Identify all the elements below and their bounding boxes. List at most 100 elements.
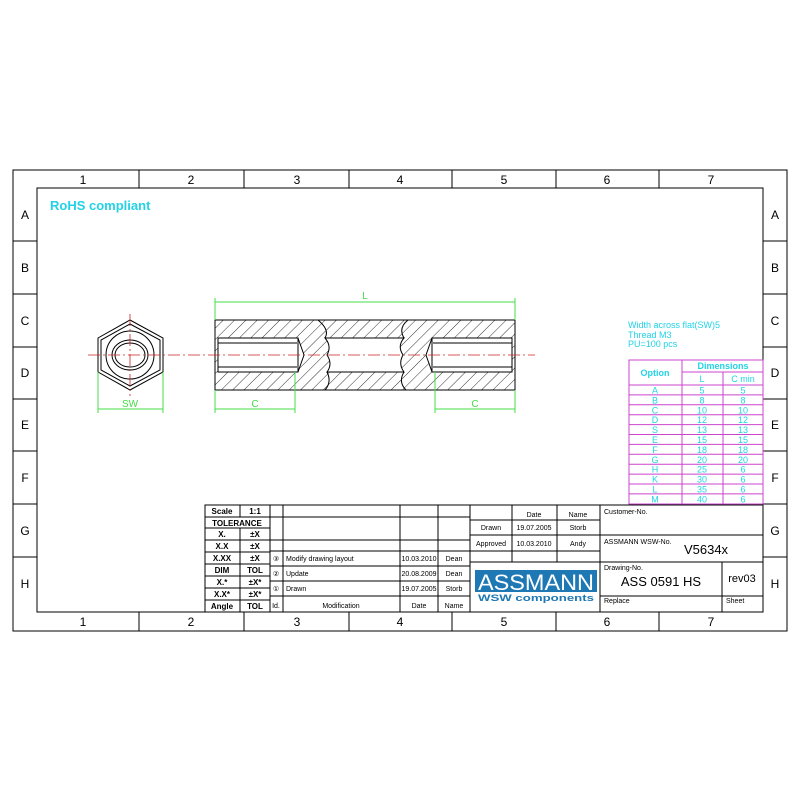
option-code: L <box>652 485 657 495</box>
drawing-no-value: ASS 0591 HS <box>621 574 702 589</box>
row-marker-left: F <box>21 471 28 485</box>
option-code: E <box>652 435 658 445</box>
column-marker-bottom: 3 <box>294 615 301 629</box>
title-block: Customer-No. ASSMANN WSW-No. V5634x Draw… <box>599 504 764 613</box>
drawing-no-label: Drawing-No. <box>604 565 643 572</box>
column-marker-top: 3 <box>294 173 301 187</box>
revision-modification: Drawn <box>286 586 306 593</box>
option-length: 25 <box>697 465 707 475</box>
tolerance-dim: X.X* <box>214 590 231 599</box>
row-marker-right: D <box>771 366 780 380</box>
date-label: Date <box>527 512 542 519</box>
tolerance-value: ±X <box>250 542 260 551</box>
row-marker-right: A <box>771 208 779 222</box>
option-c-min: 6 <box>740 465 745 475</box>
spec-width: Width across flat(SW)5 <box>628 320 720 330</box>
option-code: A <box>652 386 658 396</box>
revision-id: ① <box>273 585 279 593</box>
customer-no-label: Customer-No. <box>604 509 648 516</box>
option-c-min: 18 <box>738 445 748 455</box>
option-c-min: 5 <box>740 386 745 396</box>
revision-name: Dean <box>446 556 463 563</box>
header-L: L <box>699 374 704 384</box>
column-marker-bottom: 7 <box>708 615 715 629</box>
option-table-row: G 20 20 <box>651 455 748 465</box>
option-c-min: 15 <box>738 435 748 445</box>
option-length: 30 <box>697 475 707 485</box>
approval-block: Date Name Drawn 19.07.2005 Storb Approve… <box>469 504 601 613</box>
tolerance-value: ±X <box>250 554 260 563</box>
option-code: G <box>651 455 658 465</box>
revision-value: rev03 <box>728 573 756 585</box>
option-table-row: E 15 15 <box>652 435 748 445</box>
option-table-row: L 35 6 <box>652 485 745 495</box>
dim-L: L <box>362 291 368 302</box>
column-marker-top: 6 <box>604 173 611 187</box>
logo-text: ASSMANN <box>478 570 594 595</box>
row-marker-left: H <box>21 577 30 591</box>
option-c-min: 6 <box>740 494 745 504</box>
drawn-date: 19.07.2005 <box>516 525 551 532</box>
logo-subtext: WSW components <box>478 593 594 603</box>
tolerance-dim: X. <box>218 530 226 539</box>
row-marker-right: B <box>771 261 779 275</box>
option-length: 35 <box>697 485 707 495</box>
option-c-min: 6 <box>740 485 745 495</box>
option-length: 18 <box>697 445 707 455</box>
row-marker-left: B <box>21 261 29 275</box>
replace-label: Replace <box>604 598 630 605</box>
header-modification: Modification <box>322 603 359 610</box>
row-marker-left: C <box>21 314 30 328</box>
option-length: 20 <box>697 455 707 465</box>
option-c-min: 13 <box>738 425 748 435</box>
row-marker-right: E <box>771 418 779 432</box>
revision-modification: Modify drawing layout <box>286 556 354 563</box>
header-dimensions: Dimensions <box>697 361 748 371</box>
option-table-row: S 13 13 <box>652 425 748 435</box>
approved-label: Approved <box>476 541 506 548</box>
section-view <box>88 319 535 391</box>
drawn-name: Storb <box>570 525 587 532</box>
header-id: Id. <box>272 603 280 610</box>
revision-modification: Update <box>286 571 309 578</box>
tolerance-dim: X.XX <box>213 554 232 563</box>
column-marker-top: 5 <box>501 173 508 187</box>
option-table-row: H 25 6 <box>652 465 746 475</box>
option-c-min: 12 <box>738 415 748 425</box>
option-length: 13 <box>697 425 707 435</box>
dim-C-left: C <box>251 399 258 410</box>
option-c-min: 20 <box>738 455 748 465</box>
row-marker-right: H <box>771 577 780 591</box>
revision-id: ② <box>273 570 279 578</box>
spec-thread: Thread M3 <box>628 330 672 340</box>
column-marker-bottom: 5 <box>501 615 508 629</box>
wsw-no-value: V5634x <box>684 542 729 557</box>
scale-label: Scale <box>212 507 233 516</box>
option-code: S <box>652 425 658 435</box>
option-code: C <box>652 405 659 415</box>
column-marker-top: 2 <box>188 173 195 187</box>
column-marker-top: 4 <box>397 173 404 187</box>
option-length: 15 <box>697 435 707 445</box>
option-length: 8 <box>699 395 704 405</box>
option-code: H <box>652 465 659 475</box>
revision-date: 20.08.2009 <box>401 571 436 578</box>
row-marker-left: E <box>21 418 29 432</box>
column-marker-top: 7 <box>708 173 715 187</box>
outer-frame <box>12 169 788 632</box>
approved-name: Andy <box>570 541 586 548</box>
revision-name: Storb <box>446 586 463 593</box>
